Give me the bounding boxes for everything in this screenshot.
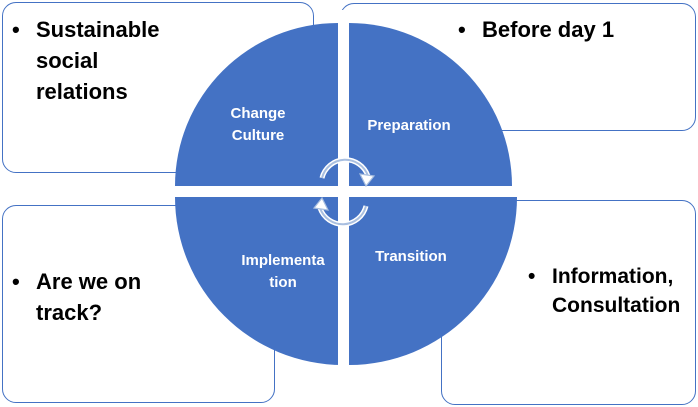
quadrant-label-implementation: Implementa tion [241, 252, 325, 291]
divider-vertical [338, 10, 349, 375]
note-label-are-we-on-track: Are we on track? [36, 269, 142, 325]
quadrant-top-left [175, 23, 338, 186]
cycle-arrows-icon [312, 157, 376, 227]
quadrant-label-change-culture: Change Culture [230, 105, 286, 144]
note-label-before-day-1: Before day 1 [482, 17, 615, 42]
quadrant-top-right [349, 23, 512, 186]
note-text-bottom-right: • Information, Consultation [528, 262, 680, 320]
quadrant-label-preparation: Preparation [367, 117, 451, 134]
note-text-bottom-left: • Are we on track? [12, 266, 141, 328]
bullet-icon: • [12, 269, 20, 294]
bullet-icon: • [528, 265, 536, 288]
note-text-top-left: • Sustainable social relations [12, 14, 159, 107]
bullet-icon: • [458, 17, 466, 42]
wheel-quadrants [175, 23, 517, 365]
quadrant-label-transition: Transition [375, 248, 447, 265]
note-label-sustainable-social-relations: Sustainable social relations [36, 17, 160, 104]
quadrant-bottom-right [349, 197, 517, 365]
bullet-icon: • [12, 17, 20, 42]
quadrant-bottom-left [175, 197, 343, 365]
note-text-top-right: • Before day 1 [458, 14, 614, 45]
note-label-information-consultation: Information, Consultation [552, 265, 681, 317]
